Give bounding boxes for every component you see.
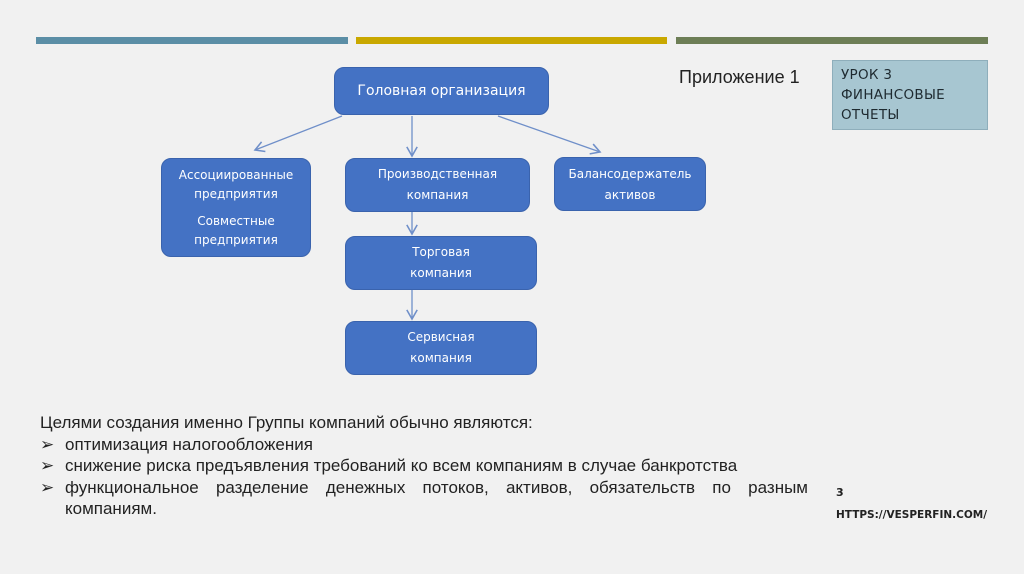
- box-label: предприятия: [194, 186, 278, 201]
- arrow-bullet-icon: ➢: [40, 434, 55, 454]
- list-item: ➢ снижение риска предъявления требований …: [40, 455, 808, 477]
- box-label: Ассоциированные: [178, 167, 294, 182]
- list-item: ➢ функциональное разделение денежных пото…: [40, 477, 808, 520]
- lesson-line: УРОК 3: [841, 67, 893, 83]
- site-url: HTTPS://VESPERFIN.COM/: [836, 509, 988, 521]
- appendix-label: Приложение 1: [679, 67, 800, 87]
- list-item-text: оптимизация налогообложения: [65, 434, 313, 454]
- goals-heading: Целями создания именно Группы компаний о…: [40, 413, 533, 432]
- arrow-bullet-icon: ➢: [40, 477, 55, 497]
- decor-bar-green: [676, 37, 988, 44]
- box-label: Балансодержатель: [568, 167, 692, 181]
- box-label: компания: [410, 351, 472, 365]
- trade-company-box: Торговая компания: [345, 236, 537, 290]
- box-label: компания: [406, 188, 469, 202]
- box-label: компания: [410, 266, 472, 280]
- associated-enterprises-box: Ассоциированные предприятия Совместные п…: [161, 158, 311, 257]
- goals-text: Целями создания именно Группы компаний о…: [40, 412, 808, 520]
- decor-bar-blue: [36, 37, 348, 44]
- arrow-bullet-icon: ➢: [40, 456, 55, 475]
- lesson-line: ФИНАНСОВЫЕ: [841, 87, 946, 103]
- page-number: 3: [836, 486, 844, 499]
- decor-bar-yellow: [356, 37, 667, 44]
- list-item-text: снижение риска предъявления требований к…: [65, 456, 738, 475]
- list-item: ➢ оптимизация налогообложения: [40, 434, 808, 456]
- head-organization-box: Головная организация: [334, 67, 549, 115]
- arrow-head-to-associated: [253, 115, 343, 153]
- box-label: Торговая: [412, 245, 470, 259]
- box-label: предприятия: [194, 232, 278, 247]
- box-label: активов: [604, 188, 656, 202]
- list-item-text: функциональное разделение денежных поток…: [65, 477, 808, 519]
- box-label: Сервисная: [407, 330, 475, 344]
- box-label: Производственная: [377, 167, 498, 181]
- service-company-box: Сервисная компания: [345, 321, 537, 375]
- asset-holder-box: Балансодержатель активов: [554, 157, 706, 211]
- arrow-head-to-holder: [497, 115, 602, 155]
- lesson-badge: УРОК 3 ФИНАНСОВЫЕ ОТЧЕТЫ: [832, 60, 988, 130]
- box-label: Головная организация: [357, 82, 526, 99]
- production-company-box: Производственная компания: [345, 158, 530, 212]
- lesson-line: ОТЧЕТЫ: [841, 107, 900, 123]
- box-label: Совместные: [197, 213, 275, 228]
